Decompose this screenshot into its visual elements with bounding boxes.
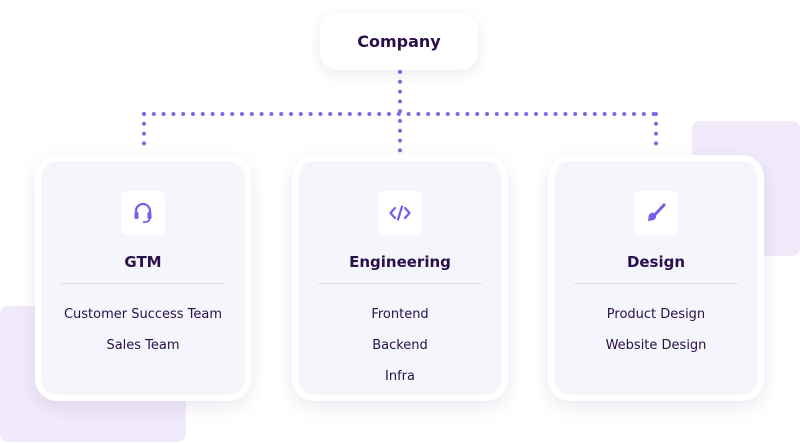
divider [574,283,738,284]
divider [318,283,482,284]
department-title: Engineering [349,253,451,271]
team-item[interactable]: Backend [372,338,428,353]
divider [61,283,225,284]
department-card-gtm[interactable]: GTM Customer Success Team Sales Team [35,155,251,401]
department-title: GTM [124,253,162,271]
team-item[interactable]: Frontend [371,307,429,322]
team-item[interactable]: Customer Success Team [63,307,223,322]
team-item[interactable]: Sales Team [106,338,180,353]
paintbrush-icon [634,191,678,235]
team-item[interactable]: Infra [385,369,415,384]
headset-icon [121,191,165,235]
department-card-engineering[interactable]: Engineering Frontend Backend Infra [292,155,508,401]
team-item[interactable]: Product Design [606,307,706,322]
team-item[interactable]: Website Design [605,338,707,353]
root-label: Company [357,32,441,51]
root-node-company[interactable]: Company [320,13,478,70]
code-icon [378,191,422,235]
department-title: Design [626,253,686,271]
department-card-design[interactable]: Design Product Design Website Design [548,155,764,401]
